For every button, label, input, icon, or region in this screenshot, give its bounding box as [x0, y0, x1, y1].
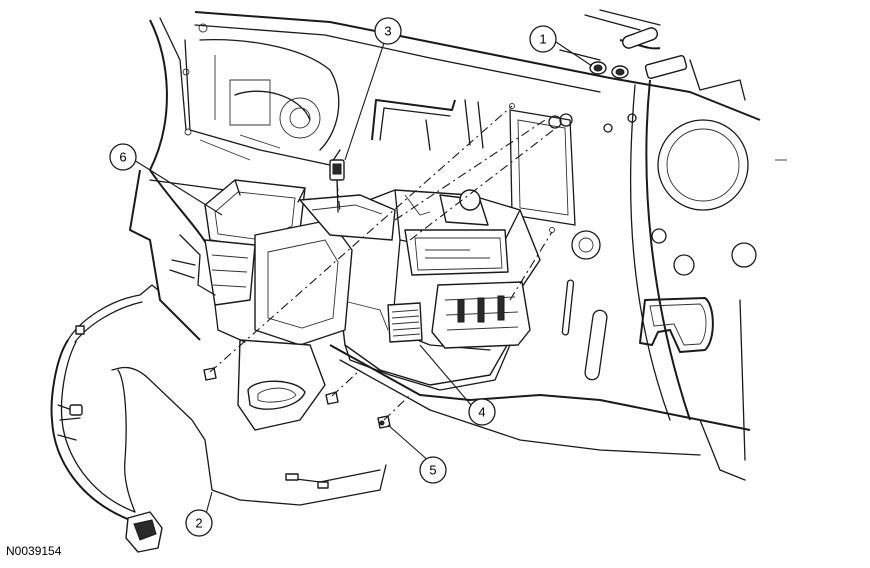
fasteners [203, 103, 573, 429]
callout-3-label: 3 [384, 24, 391, 39]
callout-4: 4 [468, 398, 496, 426]
refrigerant-plugs [589, 61, 629, 79]
callout-4-label: 4 [478, 405, 485, 420]
plenum-duct [169, 179, 396, 431]
callout-2-label: 2 [195, 516, 202, 531]
callout-2: 2 [185, 509, 213, 537]
dash-panel [129, 9, 761, 481]
callout-1: 1 [529, 25, 557, 53]
callout-3: 3 [374, 17, 402, 45]
callout-6: 6 [109, 143, 137, 171]
callout-1-label: 1 [539, 32, 546, 47]
wiring-harness [50, 284, 387, 553]
callout-5: 5 [419, 456, 447, 484]
callout-5-label: 5 [429, 463, 436, 478]
install-lines [209, 105, 561, 421]
figure-id: N0039154 [6, 544, 62, 558]
leader-lines [133, 41, 593, 522]
callout-6-label: 6 [119, 150, 126, 165]
